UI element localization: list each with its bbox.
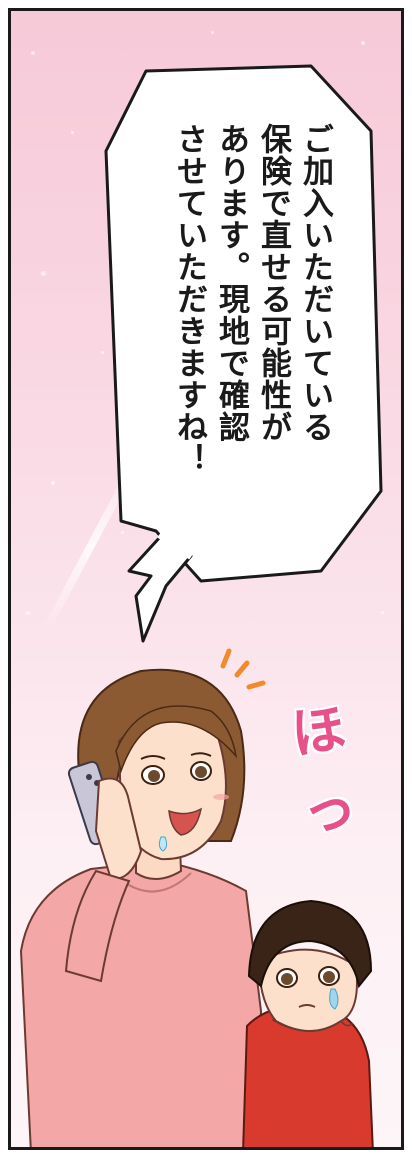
child-tear bbox=[329, 988, 339, 1010]
child-face bbox=[257, 948, 358, 1032]
speech-bubble bbox=[104, 64, 383, 583]
speech-bubble-tail bbox=[127, 534, 193, 643]
child-hair bbox=[247, 899, 373, 989]
relief-marks bbox=[220, 648, 266, 690]
mother-sweater bbox=[19, 859, 263, 1147]
illustration bbox=[19, 64, 383, 1147]
comic-panel: ご加入いただいている 保険で直せる可能性が あります。現地で確認 させていただき… bbox=[8, 8, 404, 1150]
mother-mouth bbox=[168, 807, 203, 836]
sound-effect-text: ほっ bbox=[287, 696, 361, 845]
speech-bubble-text: ご加入いただいている 保険で直せる可能性が あります。現地で確認 させていただき… bbox=[171, 123, 333, 475]
